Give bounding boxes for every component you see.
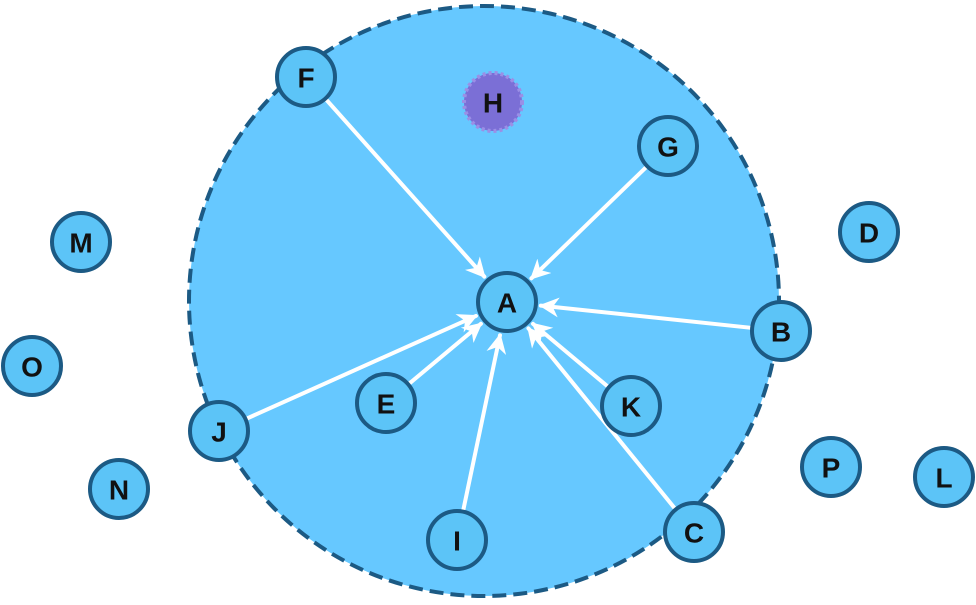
node-label: C	[684, 518, 704, 549]
node-circle	[275, 46, 337, 108]
node-circle	[476, 271, 538, 333]
edge-j-to-a	[243, 313, 478, 422]
node-g[interactable]: G	[637, 115, 699, 177]
node-j[interactable]: J	[188, 400, 250, 462]
node-circle	[913, 446, 975, 508]
node-label: G	[657, 132, 679, 163]
node-circle	[838, 201, 900, 263]
node-i[interactable]: I	[426, 509, 488, 571]
node-label: A	[497, 288, 517, 319]
node-label: K	[621, 392, 641, 423]
node-circle	[800, 436, 862, 498]
node-label: D	[859, 218, 879, 249]
node-circle	[50, 211, 112, 273]
node-label: I	[453, 526, 461, 557]
node-circle	[355, 372, 417, 434]
node-k[interactable]: K	[600, 375, 662, 437]
node-circle	[88, 458, 150, 520]
node-l[interactable]: L	[913, 446, 975, 508]
node-a[interactable]: A	[476, 271, 538, 333]
node-f[interactable]: F	[275, 46, 337, 108]
node-circle	[462, 71, 524, 133]
node-label: N	[109, 475, 129, 506]
node-p[interactable]: P	[800, 436, 862, 498]
node-n[interactable]: N	[88, 458, 150, 520]
node-label: M	[69, 228, 92, 259]
node-circle	[637, 115, 699, 177]
node-label: E	[377, 389, 396, 420]
node-label: B	[771, 317, 791, 348]
node-circle	[188, 400, 250, 462]
node-h[interactable]: H	[462, 71, 524, 133]
node-label: H	[483, 88, 503, 119]
edge-g-to-a	[529, 164, 650, 281]
edge-b-to-a	[538, 297, 755, 330]
node-circle	[1, 335, 63, 397]
node-label: L	[935, 463, 952, 494]
node-circle	[750, 300, 812, 362]
edge-f-to-a	[323, 96, 487, 279]
edges-layer	[243, 96, 755, 514]
edge-e-to-a	[406, 321, 483, 387]
node-b[interactable]: B	[750, 300, 812, 362]
edge-c-to-a	[526, 326, 678, 512]
node-m[interactable]: M	[50, 211, 112, 273]
node-circle	[663, 501, 725, 563]
node-label: J	[211, 417, 227, 448]
node-label: F	[297, 63, 314, 94]
node-label: O	[21, 352, 43, 383]
node-circle	[600, 375, 662, 437]
node-e[interactable]: E	[355, 372, 417, 434]
node-o[interactable]: O	[1, 335, 63, 397]
nodes-layer: A B C D E F G H I J K L M N O P	[1, 46, 975, 571]
node-circle	[426, 509, 488, 571]
node-c[interactable]: C	[663, 501, 725, 563]
edge-i-to-a	[460, 333, 507, 514]
node-label: P	[822, 453, 841, 484]
node-d[interactable]: D	[838, 201, 900, 263]
